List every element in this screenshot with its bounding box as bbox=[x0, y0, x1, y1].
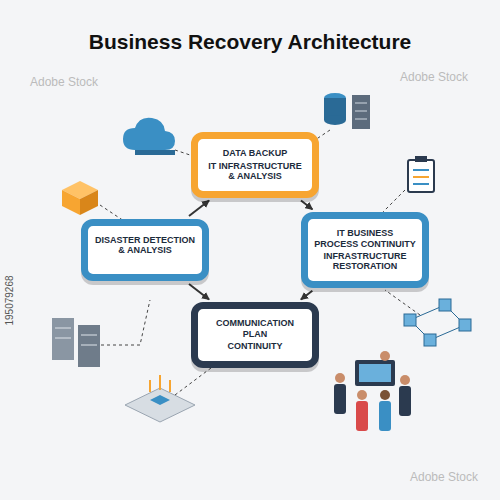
clipboard-icon bbox=[408, 156, 434, 192]
tile-text: IT INFRASTRUCTURE & ANALYSIS bbox=[204, 161, 306, 182]
tile-text: IT BUSINESS PROCESS CONTINUITY bbox=[314, 228, 416, 249]
cloud-icon bbox=[123, 118, 175, 155]
watermark: Adobe Stock bbox=[400, 70, 468, 84]
tile-text: CONTINUITY bbox=[204, 341, 306, 351]
process-tile: DATA BACKUP IT INFRASTRUCTURE & ANALYSIS bbox=[191, 132, 319, 197]
watermark: Adobe Stock bbox=[30, 75, 98, 89]
watermark: Adobe Stock bbox=[410, 470, 478, 484]
flow-arrow bbox=[189, 284, 209, 299]
server-icon bbox=[324, 93, 370, 129]
tile-text: INFRASTRUCTURE RESTORATION bbox=[314, 251, 416, 272]
tile-text: DATA BACKUP bbox=[204, 148, 306, 158]
process-tile: IT BUSINESS PROCESS CONTINUITYINFRASTRUC… bbox=[301, 212, 429, 287]
chip-platform bbox=[125, 375, 195, 422]
flow-arrow bbox=[301, 291, 312, 300]
boxes-icon bbox=[62, 181, 98, 215]
process-tile: COMMUNICATION PLAN CONTINUITY bbox=[191, 302, 319, 367]
tile-text: DISASTER DETECTION & ANALYSIS bbox=[94, 235, 196, 256]
process-tile: DISASTER DETECTION & ANALYSIS bbox=[81, 219, 209, 281]
rack-servers bbox=[52, 318, 100, 367]
network-cubes bbox=[404, 299, 471, 346]
stock-number: 195079268 bbox=[4, 275, 15, 325]
diagram-title: Business Recovery Architecture bbox=[0, 30, 500, 54]
flow-arrow bbox=[189, 201, 209, 216]
tile-text: COMMUNICATION PLAN bbox=[204, 318, 306, 339]
flow-arrow bbox=[301, 201, 312, 210]
people-group bbox=[334, 351, 411, 431]
